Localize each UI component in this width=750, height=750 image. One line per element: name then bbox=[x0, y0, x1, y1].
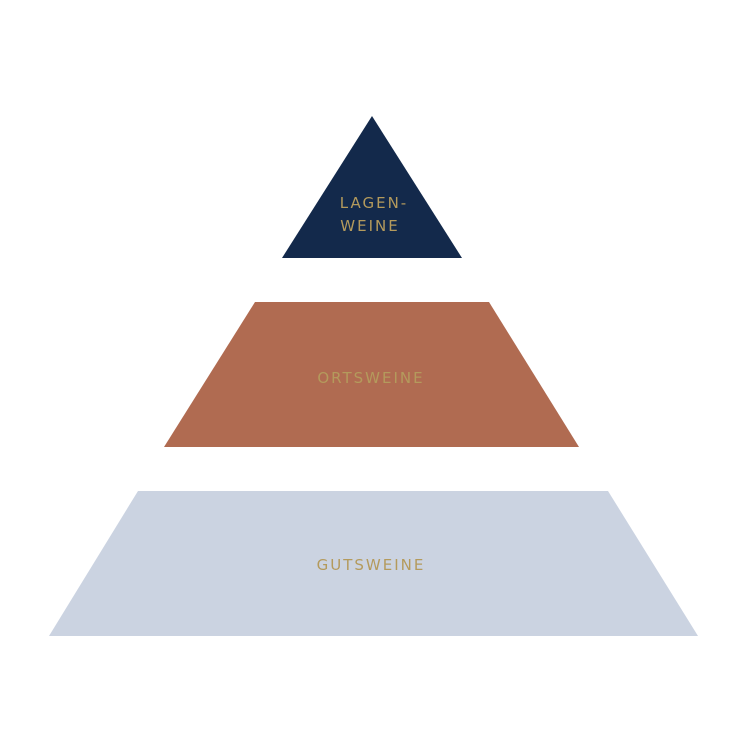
tier-ortsweine bbox=[164, 302, 579, 447]
tier-lagenweine-label-line1: LAGEN- bbox=[340, 194, 408, 212]
tier-ortsweine-label: ORTSWEINE bbox=[317, 369, 424, 387]
tier-gutsweine bbox=[49, 491, 698, 636]
tier-lagenweine bbox=[282, 116, 462, 258]
tier-gutsweine-label: GUTSWEINE bbox=[317, 556, 426, 574]
tier-lagenweine-label-line2: WEINE bbox=[340, 217, 399, 235]
